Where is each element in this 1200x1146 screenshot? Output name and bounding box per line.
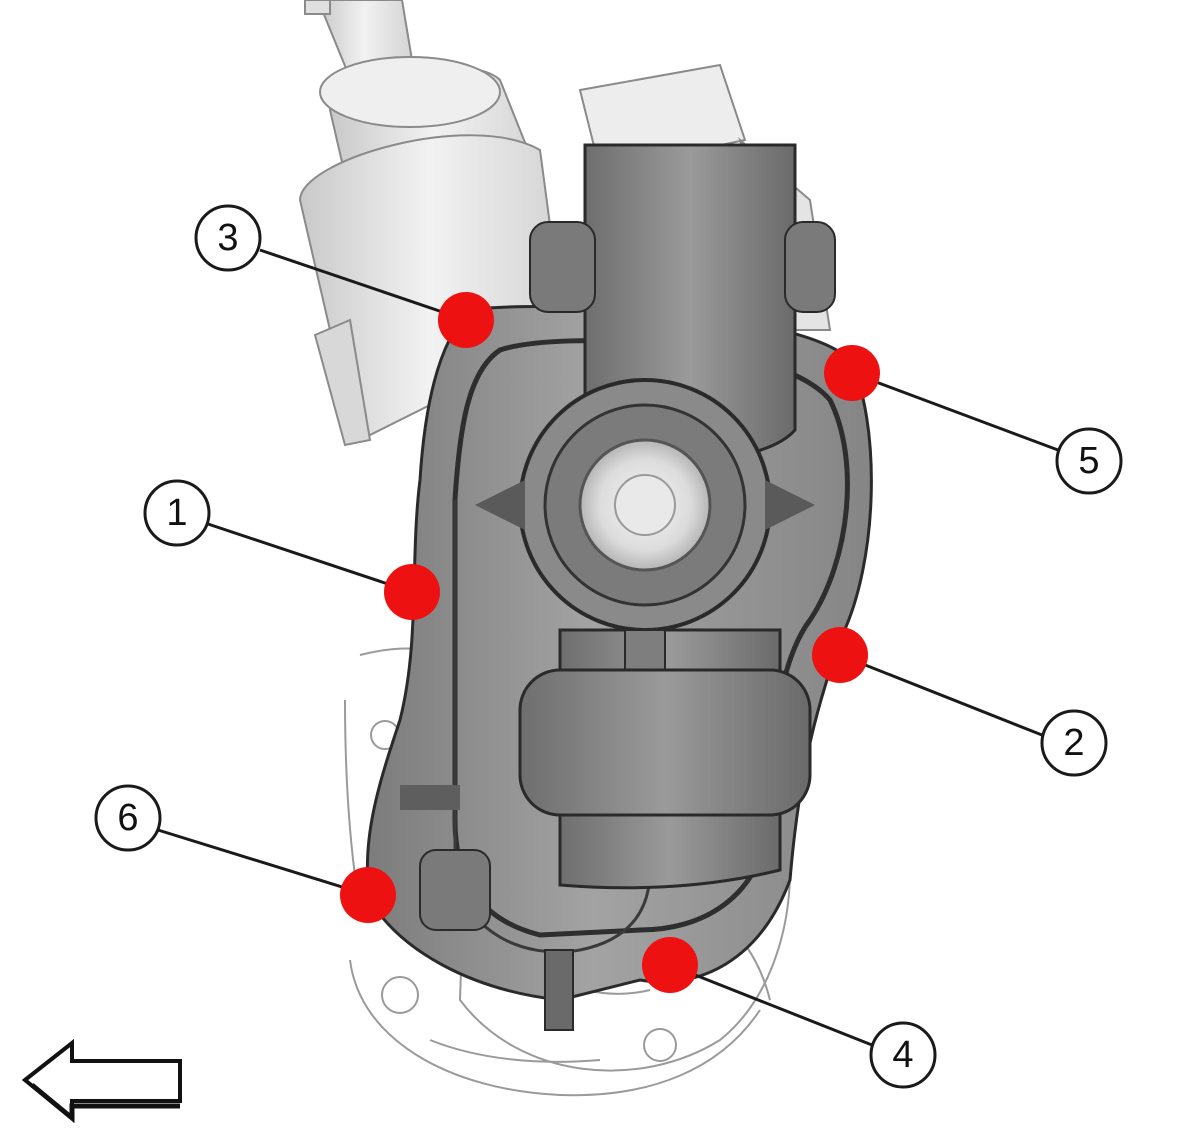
callout-label: 1 xyxy=(166,492,187,534)
main-housing xyxy=(365,143,873,1031)
callout-2: 2 xyxy=(1040,709,1108,777)
callout-6: 6 xyxy=(94,784,162,852)
callout-3: 3 xyxy=(194,204,262,272)
callout-label: 3 xyxy=(217,217,238,259)
red-dot-icon xyxy=(824,345,880,401)
callout-label: 6 xyxy=(117,797,138,839)
red-dot-icon xyxy=(384,564,440,620)
red-dot-icon xyxy=(340,867,396,923)
callout-5: 5 xyxy=(1055,427,1123,495)
callout-label: 2 xyxy=(1063,722,1084,764)
left-arrow-icon xyxy=(21,1038,182,1124)
callout-label: 5 xyxy=(1078,440,1099,482)
red-dot-icon xyxy=(812,627,868,683)
bolt-markers xyxy=(340,292,880,993)
callout-1: 1 xyxy=(143,479,211,547)
red-dot-icon xyxy=(642,937,698,993)
pump-assembly xyxy=(298,0,832,447)
callout-4: 4 xyxy=(869,1021,937,1089)
leader-lines xyxy=(157,248,1059,1047)
red-dot-icon xyxy=(438,292,494,348)
callout-label: 4 xyxy=(892,1034,913,1076)
